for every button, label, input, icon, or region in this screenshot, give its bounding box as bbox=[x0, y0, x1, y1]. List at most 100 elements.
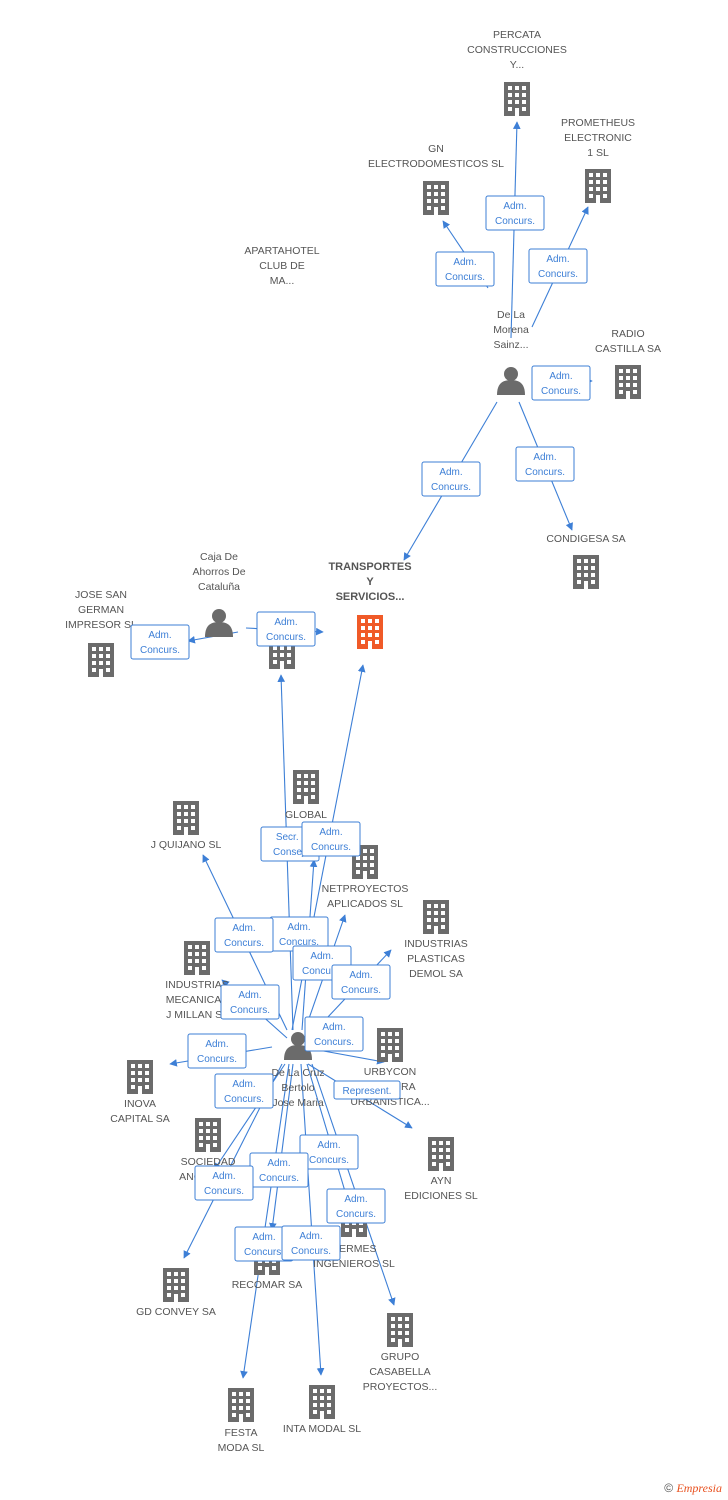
building-icon bbox=[184, 941, 210, 975]
edge-label[interactable]: Adm.Concurs. bbox=[301, 821, 361, 857]
node-label: SERVICIOS... bbox=[336, 591, 405, 603]
node-transportes[interactable]: TRANSPORTESYSERVICIOS... bbox=[328, 561, 412, 649]
edge-label[interactable]: Adm.Concurs. bbox=[421, 461, 481, 497]
edge-label-box bbox=[304, 1016, 364, 1052]
node-label: CONSTRUCCIONES bbox=[467, 44, 567, 56]
node-inta[interactable]: INTA MODAL SL bbox=[283, 1385, 361, 1435]
edge-label[interactable]: Adm.Concurs. bbox=[194, 1165, 254, 1201]
building-icon bbox=[504, 82, 530, 116]
node-label: RADIO bbox=[611, 328, 644, 340]
node-percata[interactable]: PERCATACONSTRUCCIONESY... bbox=[467, 29, 567, 116]
edge-label-text: Adm. bbox=[252, 1232, 275, 1243]
copyright-symbol: © bbox=[664, 1481, 674, 1495]
node-label: INDUSTRIAS bbox=[165, 979, 229, 991]
edge-label[interactable]: Adm.Concurs. bbox=[485, 195, 545, 231]
node-label: CASTILLA SA bbox=[595, 343, 661, 355]
node-label: Y... bbox=[510, 59, 524, 71]
edge-delacruz-recomar bbox=[269, 1063, 294, 1231]
building-icon bbox=[428, 1137, 454, 1171]
edge-label-text: Represent. bbox=[343, 1086, 392, 1097]
edge-label-text: Adm. bbox=[232, 923, 255, 934]
edge-label-box bbox=[485, 195, 545, 231]
node-label: ELECTRONIC bbox=[564, 132, 632, 144]
edge-label-box bbox=[435, 251, 495, 287]
edge-label-text: Adm. bbox=[503, 201, 526, 212]
building-icon bbox=[309, 1385, 335, 1419]
building-icon bbox=[423, 900, 449, 934]
node-prometheus[interactable]: PROMETHEUS ELECTRONIC 1 SL bbox=[561, 117, 635, 203]
edge-label[interactable]: Adm.Concurs. bbox=[130, 624, 190, 660]
building-icon bbox=[88, 643, 114, 677]
node-label: JOSE SAN bbox=[75, 589, 127, 601]
node-label: GLOBAL bbox=[285, 809, 327, 821]
edge-label[interactable]: Adm.Concurs. bbox=[234, 1226, 294, 1262]
node-label: PROMETHEUS bbox=[561, 117, 635, 129]
footer-credit: © Empresia bbox=[664, 1481, 722, 1496]
edge-label[interactable]: Adm.Concurs. bbox=[531, 365, 591, 401]
edge-label-text: Adm. bbox=[287, 922, 310, 933]
edge-label[interactable]: Adm.Concurs. bbox=[515, 446, 575, 482]
node-label: HERMES bbox=[332, 1243, 377, 1255]
edge-label[interactable]: Adm.Concurs. bbox=[249, 1152, 309, 1188]
edge-label-box bbox=[194, 1165, 254, 1201]
person-icon bbox=[205, 609, 233, 637]
building-icon bbox=[293, 770, 319, 804]
edge-label-text: Concurs. bbox=[224, 1094, 264, 1105]
edge-label[interactable]: Adm.Concurs. bbox=[304, 1016, 364, 1052]
node-global[interactable]: GLOBAL bbox=[285, 770, 327, 821]
edge-label-box bbox=[515, 446, 575, 482]
edge-label-text: Adm. bbox=[317, 1140, 340, 1151]
edge-label[interactable]: Adm.Concurs. bbox=[187, 1033, 247, 1069]
node-label: GERMAN bbox=[78, 604, 124, 616]
edge-label-text: Adm. bbox=[205, 1039, 228, 1050]
node-condigesa[interactable]: CONDIGESA SA bbox=[546, 533, 626, 589]
node-label: GD CONVEY SA bbox=[136, 1306, 216, 1318]
edge-delacruz-grupo bbox=[311, 1063, 396, 1306]
node-grupo[interactable]: GRUPOCASABELLAPROYECTOS... bbox=[363, 1313, 438, 1393]
edge-label[interactable]: Adm.Concurs. bbox=[326, 1188, 386, 1224]
node-jquijano[interactable]: J QUIJANO SL bbox=[151, 801, 222, 851]
edge-label[interactable]: Adm.Concurs. bbox=[281, 1225, 341, 1261]
edge-label[interactable]: Adm.Concurs. bbox=[435, 251, 495, 287]
edge-label-box bbox=[214, 1073, 274, 1109]
node-label: MODA SL bbox=[218, 1442, 265, 1454]
node-label: J QUIJANO SL bbox=[151, 839, 222, 851]
node-recomar[interactable]: RECOMAR SA bbox=[232, 1241, 303, 1291]
edge-label[interactable]: Adm.Concurs. bbox=[299, 1134, 359, 1170]
node-label: GRUPO bbox=[381, 1351, 420, 1363]
edge-label[interactable]: Adm.Concurs. bbox=[528, 248, 588, 284]
node-label: AYN bbox=[431, 1175, 452, 1187]
edge-label-text: Concurs. bbox=[311, 842, 351, 853]
edge-label-text: Adm. bbox=[344, 1194, 367, 1205]
node-gdconvey[interactable]: GD CONVEY SA bbox=[136, 1268, 216, 1318]
edge-label-box bbox=[528, 248, 588, 284]
edge-label-text: Adm. bbox=[232, 1079, 255, 1090]
edge-label-text: Concurs. bbox=[230, 1005, 270, 1016]
edge-label[interactable]: Adm.Concurs. bbox=[256, 611, 316, 647]
edge-label[interactable]: Adm.Concurs. bbox=[220, 984, 280, 1020]
edge-label[interactable]: Adm. Concurs. bbox=[214, 917, 274, 953]
edge-label[interactable]: Represent. bbox=[333, 1080, 401, 1100]
edge-label-text: Concurs. bbox=[224, 938, 264, 949]
node-label: MA... bbox=[270, 275, 295, 287]
node-label: 1 SL bbox=[587, 147, 609, 159]
edge-label[interactable]: Adm.Concurs. bbox=[331, 964, 391, 1000]
node-radio[interactable]: RADIO CASTILLA SA bbox=[595, 328, 661, 399]
edge-label-text: Consej. bbox=[273, 847, 307, 858]
node-delamorena[interactable]: De LaMorenaSainz... bbox=[493, 309, 529, 395]
edge-label[interactable]: Adm. Concurs. bbox=[214, 1073, 274, 1109]
building-icon bbox=[615, 365, 641, 399]
edge-label-text: Concurs. bbox=[140, 645, 180, 656]
